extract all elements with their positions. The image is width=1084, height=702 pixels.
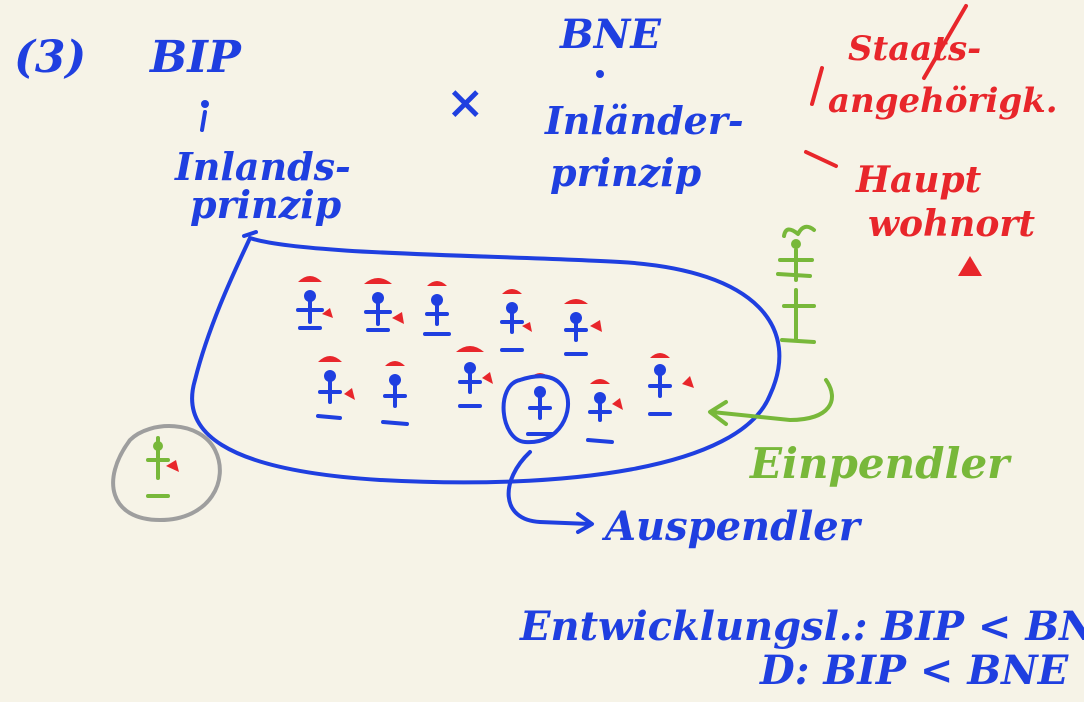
citizenship-line2: angehörigk. [828,81,1058,121]
red-dash-top [810,66,824,106]
germany-formula: D: BIP < BNE [759,647,1069,694]
inlaender-principle-line1: Inländer- [544,98,744,143]
inland-principle-line2: prinzip [190,182,342,227]
in-commuter-person-icon [776,224,816,344]
main-residence-line1: Haupt [855,159,982,201]
main-residence-label: Haupt wohnort [855,159,1035,245]
resident-person-icon [456,346,493,408]
out-commuters-label: Auspendler [601,503,863,550]
resident-person-icon [586,379,623,444]
citizenship-label: Staats- angehörigk. [828,29,1058,121]
foreigner-person-icon [146,436,179,498]
section-number: (3) [14,32,86,83]
out-commuter-circle [501,374,571,445]
bip-heading: BIP [148,32,243,83]
inlaender-principle-line2: prinzip [550,150,702,195]
bne-connector-dot [596,70,604,78]
bne-heading: BNE [559,11,661,58]
out-commuter-arrow [506,450,592,526]
resident-person-icon [500,289,532,352]
main-residence-line2: wohnort [868,203,1035,245]
inland-principle-line1: Inlands- [174,144,351,189]
red-dash-bottom [804,150,838,168]
resident-person-icon [316,356,355,420]
out-commuter-arrowhead [576,512,594,534]
developing-countries-formula: Entwicklungsl.: BIP < BNE [519,603,1084,650]
in-commuters-label: Einpendler [749,439,1012,488]
bip-connector-line [200,110,207,132]
resident-person-icon [364,278,404,332]
in-commuter-arrowhead [708,400,728,426]
in-commuter-arrow [710,378,834,422]
resident-person-icon [564,299,602,356]
country-border-ellipse [190,236,782,485]
red-slash-line [922,4,968,80]
citizenship-line1: Staats- [848,29,981,69]
resident-person-icon [423,281,451,336]
bip-connector-dot [201,100,209,108]
resident-person-icon [296,276,333,330]
resident-person-icon [648,353,694,416]
inlaender-principle-label: Inländer- prinzip [544,98,757,195]
resident-person-icon [381,361,409,426]
resident-person-icon [526,373,554,436]
inland-principle-label: Inlands- prinzip [174,144,364,227]
foreigner-gray-circle [111,424,222,522]
versus-mark: × [446,75,485,129]
ellipse-connector-tick [242,230,258,238]
red-house-icon [958,256,982,276]
resident-group-row2 [316,346,694,444]
resident-group [296,276,602,356]
